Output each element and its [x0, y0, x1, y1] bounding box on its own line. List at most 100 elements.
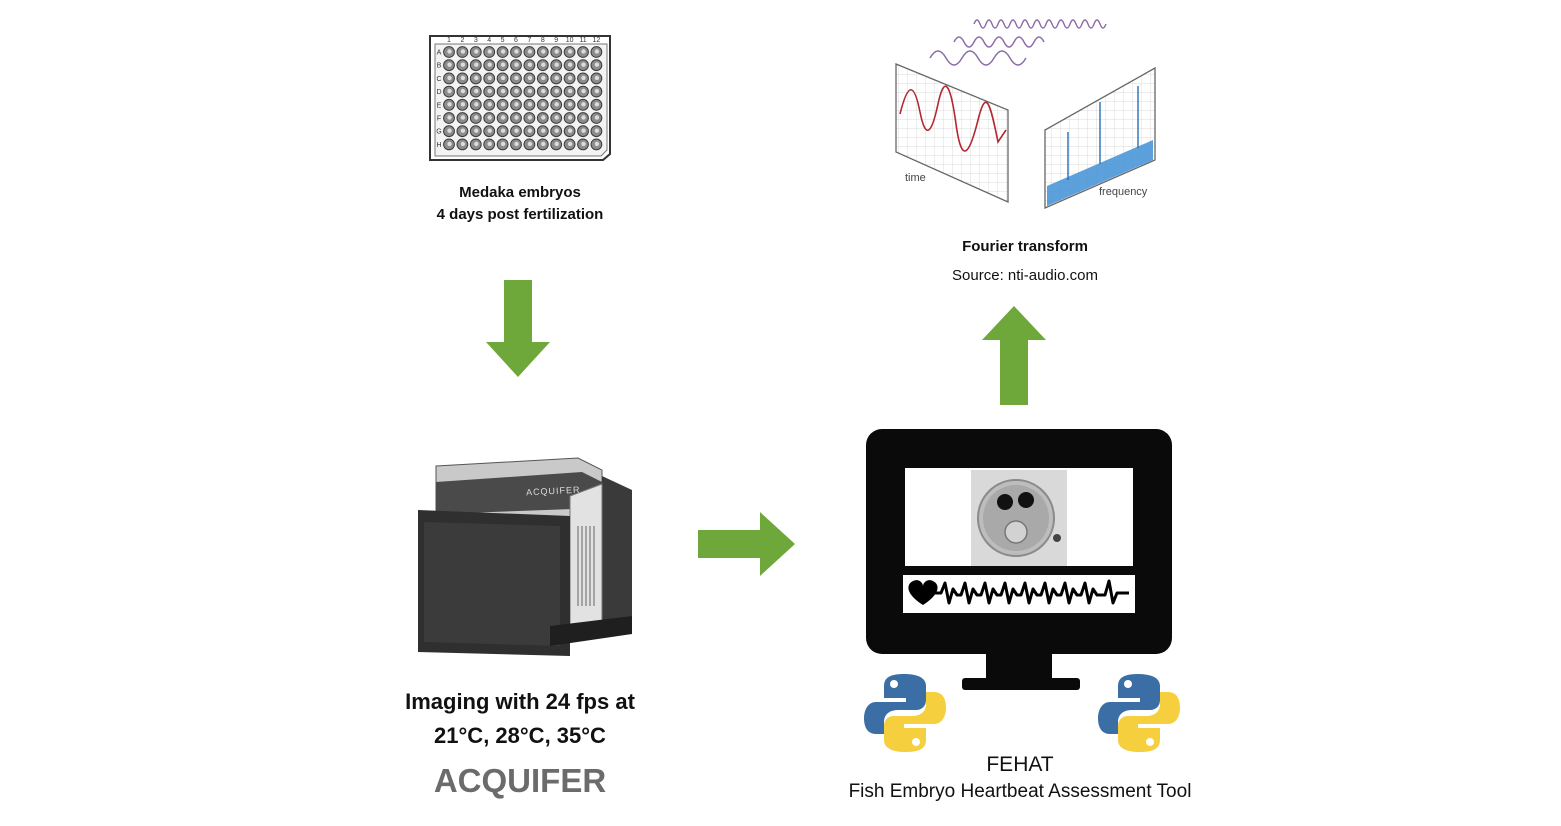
arrow-up	[982, 306, 1046, 405]
plate-well-embryo	[447, 62, 452, 67]
plate-well-embryo	[554, 102, 559, 107]
plate-well-embryo	[541, 49, 546, 54]
plate-well-embryo	[581, 62, 586, 67]
plate-well-embryo	[527, 88, 533, 94]
plate-well-embryo	[527, 75, 533, 81]
plate-column-label: 10	[566, 37, 574, 44]
plate-well-embryo	[487, 141, 492, 147]
plate-well-embryo	[567, 62, 573, 67]
plate-well-embryo	[527, 141, 533, 147]
heart-icon	[908, 580, 938, 605]
plate-well-embryo	[567, 115, 573, 120]
plate-well-embryo	[554, 49, 559, 54]
plate-well-embryo	[567, 128, 573, 133]
plate-well-embryo	[474, 62, 479, 67]
plate-well-embryo	[514, 128, 519, 133]
plate-well-embryo	[474, 102, 479, 107]
plate-well-embryo	[594, 115, 600, 120]
plate-column-label: 9	[554, 37, 558, 44]
plate-row-label: C	[436, 76, 441, 83]
plate-well-embryo	[541, 128, 546, 133]
plate-well-embryo	[527, 115, 533, 120]
plate-well-embryo	[500, 75, 506, 81]
fourier-caption: Fourier transform Source: nti-audio.com	[880, 238, 1170, 286]
imaging-caption-line2: 21°C, 28°C, 35°C	[434, 722, 606, 748]
plate-well-embryo	[514, 49, 519, 54]
python-logo-right-icon	[1098, 674, 1180, 752]
plate-well-embryo	[460, 75, 466, 81]
plate-column-label: 11	[579, 37, 586, 44]
plate-well-embryo	[594, 141, 600, 147]
plate-well-embryo	[581, 128, 586, 133]
plate-column-label: 3	[474, 37, 478, 44]
plate-well-embryo	[554, 128, 559, 133]
plate-well-embryo	[460, 115, 466, 120]
plate-well-embryo	[541, 88, 546, 94]
plate-well-embryo	[487, 115, 492, 120]
plate-well-embryo	[541, 75, 546, 81]
plate-well-embryo	[447, 49, 452, 54]
plate-well-embryo	[474, 49, 479, 54]
plate-well-embryo	[500, 141, 506, 147]
plate-well-embryo	[487, 62, 492, 67]
fehat-caption: FEHAT Fish Embryo Heartbeat Assessment T…	[820, 752, 1220, 804]
imaging-device-illustration	[418, 457, 632, 656]
imaging-caption: Imaging with 24 fps at 21°C, 28°C, 35°C	[380, 688, 660, 749]
plate-column-label: 2	[460, 37, 464, 44]
plate-well-embryo	[474, 115, 479, 120]
plate-column-label: 6	[514, 37, 518, 44]
plate-well-embryo	[447, 141, 452, 147]
plate-well-embryo	[581, 141, 586, 147]
time-panel	[895, 63, 1009, 204]
component-waves	[929, 19, 1107, 66]
plate-well-embryo	[567, 49, 573, 54]
plate-well-embryo	[487, 128, 492, 133]
plate-well-embryo	[514, 88, 519, 94]
fourier-title: Fourier transform	[962, 238, 1088, 255]
plate-row-label: G	[436, 129, 441, 136]
plate-well-embryo	[527, 128, 533, 133]
plate-row-label: A	[437, 50, 442, 57]
plate-well-embryo	[581, 88, 586, 94]
embryo-image	[971, 470, 1067, 566]
imaging-caption-line1: Imaging with 24 fps at	[405, 689, 635, 714]
plate-well-embryo	[594, 49, 600, 54]
plate-well-embryo	[541, 62, 546, 67]
plate-well-embryo	[594, 102, 600, 107]
fehat-title: FEHAT	[986, 753, 1054, 776]
plate-column-label: 8	[541, 37, 545, 44]
plate-well-embryo	[594, 88, 600, 94]
monitor-stand	[962, 678, 1080, 690]
plate-well-embryo	[541, 102, 546, 107]
plate-column-label: 4	[487, 37, 491, 44]
plate-well-embryo	[500, 49, 506, 54]
frequency-panel	[1044, 66, 1156, 209]
plate-well-embryo	[554, 62, 559, 67]
embryos-caption-line2: 4 days post fertilization	[436, 205, 604, 223]
plate-well-embryo	[500, 128, 506, 133]
embryos-caption-line1: Medaka embryos	[459, 184, 581, 201]
heartbeat-graphic	[908, 579, 1129, 605]
plate-well-embryo	[460, 62, 466, 67]
plate-well-embryo	[581, 75, 586, 81]
plate-column-label: 5	[501, 37, 505, 44]
plate-well-embryo	[447, 128, 452, 133]
plate-well-embryo	[581, 49, 586, 54]
fourier-source: Source: nti-audio.com	[952, 266, 1098, 284]
plate-well-embryo	[500, 88, 506, 94]
plate-row-label: B	[437, 63, 442, 70]
plate-wells	[443, 46, 603, 151]
plate-well-embryo	[447, 115, 452, 120]
plate-well-embryo	[460, 128, 466, 133]
plate-well-embryo	[554, 88, 559, 94]
device-vents	[577, 526, 595, 606]
frequency-axis-label: frequency	[1099, 186, 1148, 198]
plate-row-label: D	[436, 89, 441, 96]
plate-well-embryo	[447, 75, 452, 81]
plate-well-embryo	[527, 102, 533, 107]
plate-well-embryo	[581, 102, 586, 107]
plate-well-embryo	[514, 62, 519, 67]
plate-well-embryo	[514, 102, 519, 107]
plate-well-embryo	[594, 75, 600, 81]
